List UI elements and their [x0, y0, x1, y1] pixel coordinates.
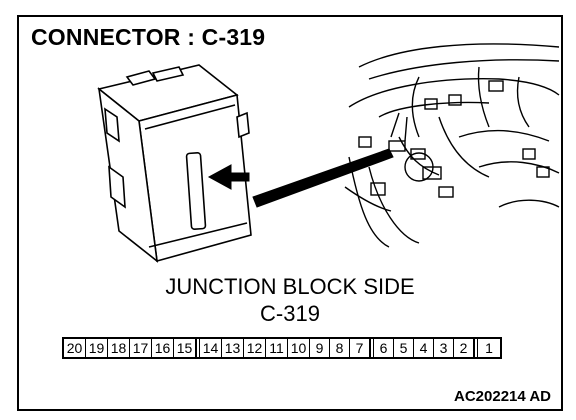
junction-block-side-label: JUNCTION BLOCK SIDE: [165, 274, 415, 299]
pin-18: 18: [108, 339, 130, 357]
pin-7: 7: [350, 339, 370, 357]
junction-block-illustration: [97, 43, 560, 263]
junction-block-drawing: [97, 64, 252, 263]
pointer-arrow: [207, 148, 394, 208]
pin-11: 11: [266, 339, 288, 357]
pin-5: 5: [394, 339, 414, 357]
pin-19: 19: [86, 339, 108, 357]
pin-8: 8: [330, 339, 350, 357]
connector-id-label: C-319: [260, 301, 320, 326]
diagram-frame: CONNECTOR : C-319: [17, 15, 563, 411]
vehicle-wiring-drawing: [344, 43, 560, 248]
figure-code: AC202214 AD: [454, 388, 551, 405]
pin-10: 10: [288, 339, 310, 357]
pin-14: 14: [200, 339, 222, 357]
pin-1: 1: [485, 340, 493, 356]
pin-2: 2: [454, 339, 474, 357]
pin-20: 20: [64, 339, 86, 357]
pin-6: 6: [374, 339, 394, 357]
pin-3: 3: [434, 339, 454, 357]
pin-13: 13: [222, 339, 244, 357]
pin-4: 4: [414, 339, 434, 357]
connector-title: CONNECTOR : C-319: [31, 24, 266, 50]
pin-gap: [196, 339, 200, 357]
pin-15: 15: [174, 339, 196, 357]
pin-17: 17: [130, 339, 152, 357]
pin-12: 12: [244, 339, 266, 357]
connector-pin-row: 20 19 18 17 16 15 14 13 12 11 10 9 8 7 6…: [62, 337, 502, 359]
pin-9: 9: [310, 339, 330, 357]
pin-gap: [370, 339, 374, 357]
pin-gap: [474, 339, 478, 357]
pin-16: 16: [152, 339, 174, 357]
